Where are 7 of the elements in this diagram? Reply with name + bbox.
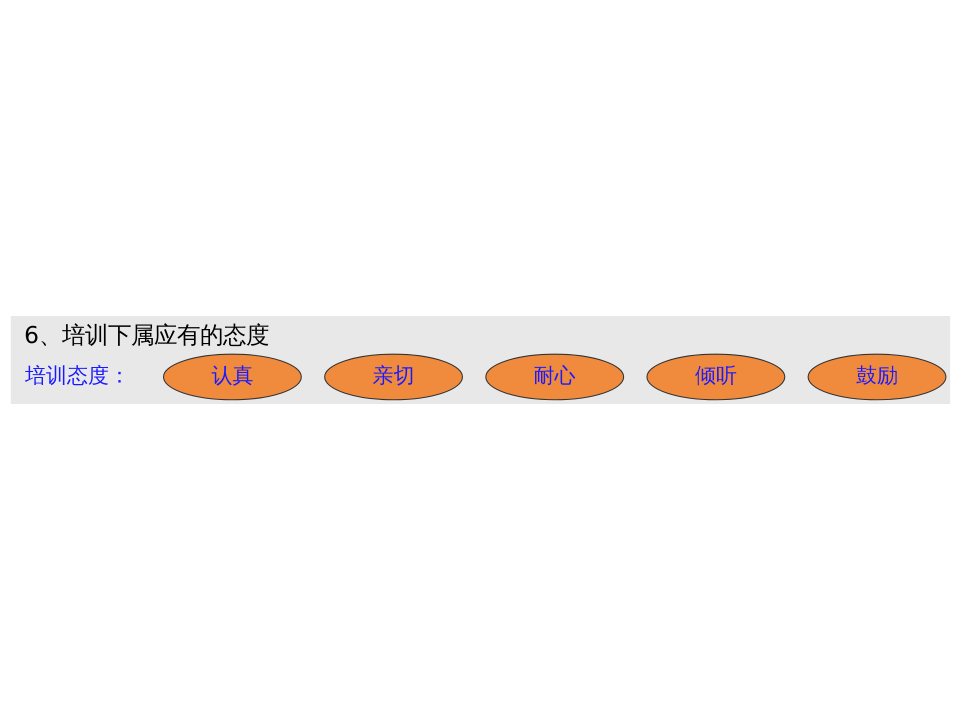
label: 培训态度： bbox=[24, 362, 130, 388]
node-ellipse: 认真 bbox=[162, 354, 302, 400]
diagram-title: 6、培训下属应有的态度 bbox=[24, 322, 268, 350]
node-ellipse: 亲切 bbox=[324, 354, 462, 400]
node-ellipse: 倾听 bbox=[646, 354, 785, 400]
node-ellipse: 鼓励 bbox=[807, 354, 946, 400]
node-ellipse: 耐心 bbox=[484, 354, 624, 400]
